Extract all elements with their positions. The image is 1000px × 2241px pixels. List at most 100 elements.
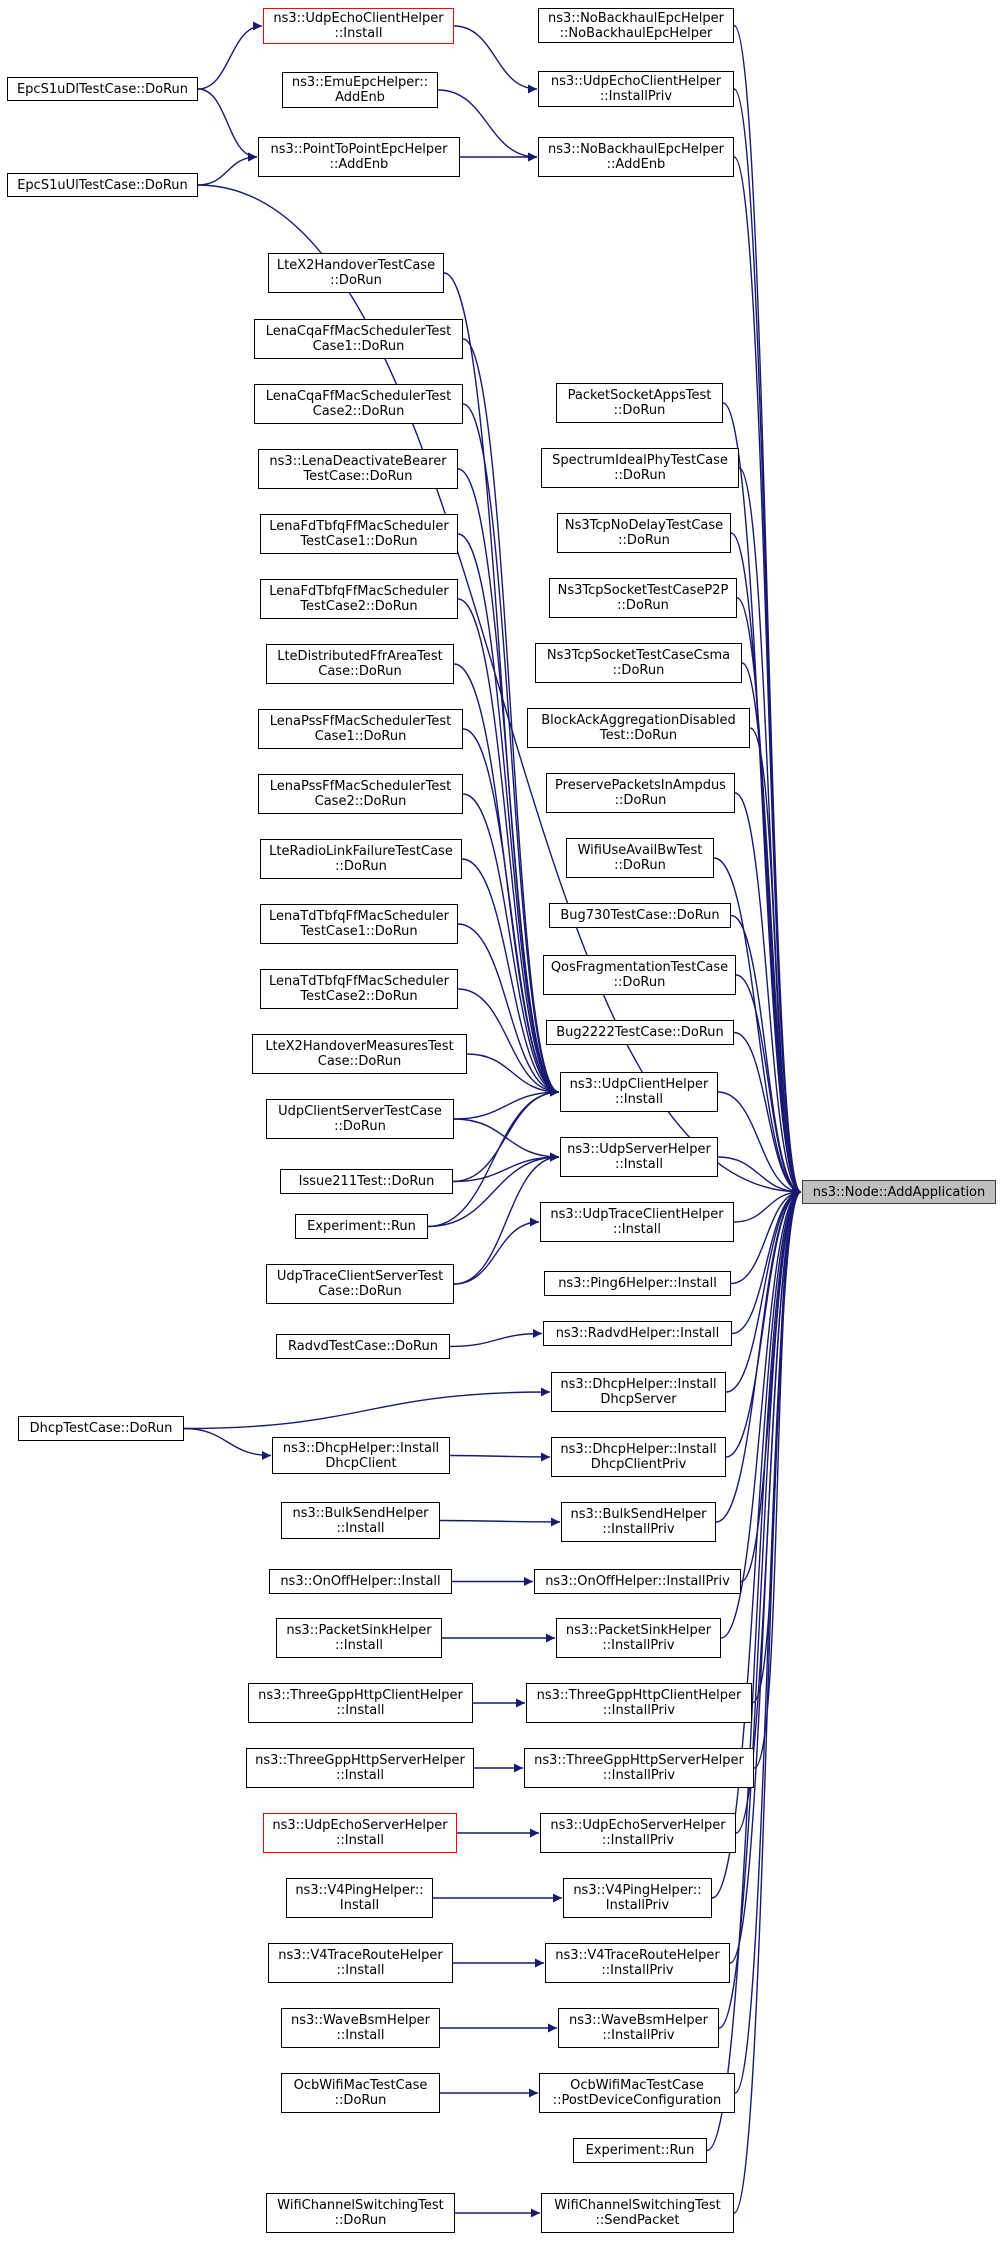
node-bsm-priv[interactable]: ns3::WaveBsmHelper::InstallPriv	[558, 2008, 719, 2048]
node-exprun1[interactable]: Experiment::Run	[295, 1214, 428, 1239]
node-label-line: ns3::DhcpHelper::Install	[560, 1377, 717, 1392]
node-issue211[interactable]: Issue211Test::DoRun	[280, 1169, 453, 1194]
node-label-line: Ns3TcpSocketTestCaseP2P	[557, 583, 729, 598]
node-label-line: Test::DoRun	[599, 728, 678, 743]
edge-bulk-install-to-bulk-priv	[439, 1517, 561, 1527]
node-ocb-postdev[interactable]: OcbWifiMacTestCase::PostDeviceConfigurat…	[539, 2073, 735, 2113]
node-p2p[interactable]: Ns3TcpSocketTestCaseP2P::DoRun	[549, 578, 737, 618]
node-label-line: OcbWifiMacTestCase	[293, 2078, 428, 2093]
node-label-line: Experiment::Run	[307, 1219, 416, 1234]
edge-fdtbfq2-to-udpclient-install	[457, 598, 560, 1097]
edge-dhcptc-to-dhcp-server	[183, 1387, 551, 1430]
node-specideal[interactable]: SpectrumIdealPhyTestCase::DoRun	[541, 448, 739, 488]
node-ping6[interactable]: ns3::Ping6Helper::Install	[544, 1271, 731, 1296]
node-pktsock[interactable]: PacketSocketAppsTest::DoRun	[556, 383, 723, 423]
node-label-line: ::PostDeviceConfiguration	[552, 2093, 722, 2108]
edge-qosfrag-to-target	[735, 974, 802, 1197]
edge-ping6-to-target	[730, 1187, 802, 1285]
node-udpcs[interactable]: UdpClientServerTestCase::DoRun	[266, 1099, 454, 1139]
node-https-priv[interactable]: ns3::ThreeGppHttpServerHelper::InstallPr…	[524, 1748, 754, 1788]
node-label-line: Install	[339, 1898, 380, 1913]
node-v4ping-priv[interactable]: ns3::V4PingHelper::InstallPriv	[563, 1878, 712, 1918]
node-ocb-dorun[interactable]: OcbWifiMacTestCase::DoRun	[281, 2073, 440, 2113]
node-wcs-dorun[interactable]: WifiChannelSwitchingTest::DoRun	[266, 2193, 455, 2233]
node-bug730[interactable]: Bug730TestCase::DoRun	[549, 903, 731, 928]
node-udpserver-install[interactable]: ns3::UdpServerHelper::Install	[560, 1137, 718, 1177]
node-onoff-install[interactable]: ns3::OnOffHelper::Install	[269, 1569, 452, 1594]
node-epcs1udl[interactable]: EpcS1uDlTestCase::DoRun	[7, 77, 198, 101]
node-wcs-send[interactable]: WifiChannelSwitchingTest::SendPacket	[541, 2193, 734, 2233]
node-bulk-install[interactable]: ns3::BulkSendHelper::Install	[281, 1502, 440, 1539]
node-onoff-priv[interactable]: ns3::OnOffHelper::InstallPriv	[534, 1569, 741, 1594]
node-bsm-install[interactable]: ns3::WaveBsmHelper::Install	[281, 2008, 440, 2048]
node-v4tr-install[interactable]: ns3::V4TraceRouteHelper::Install	[268, 1943, 453, 1983]
node-v4ping-install[interactable]: ns3::V4PingHelper::Install	[286, 1878, 433, 1918]
edge-epcs1uul-to-target	[197, 184, 802, 1197]
node-csma[interactable]: Ns3TcpSocketTestCaseCsma::DoRun	[535, 643, 742, 683]
node-nodelay[interactable]: Ns3TcpNoDelayTestCase::DoRun	[557, 513, 731, 553]
node-label-line: ::DoRun	[617, 598, 669, 613]
node-sink-priv[interactable]: ns3::PacketSinkHelper::InstallPriv	[556, 1618, 721, 1658]
node-emu-addenb[interactable]: ns3::EmuEpcHelper::AddEnb	[282, 72, 438, 108]
node-radvdtc[interactable]: RadvdTestCase::DoRun	[276, 1334, 450, 1359]
node-label-line: ns3::WaveBsmHelper	[568, 2013, 709, 2028]
node-httpc-priv[interactable]: ns3::ThreeGppHttpClientHelper::InstallPr…	[526, 1683, 752, 1723]
node-radvd[interactable]: ns3::RadvdHelper::Install	[543, 1321, 732, 1346]
node-exprun2[interactable]: Experiment::Run	[573, 2138, 707, 2163]
node-bug2222[interactable]: Bug2222TestCase::DoRun	[546, 1020, 734, 1045]
node-wifiuse[interactable]: WifiUseAvailBwTest::DoRun	[566, 838, 714, 878]
node-bulk-priv[interactable]: ns3::BulkSendHelper::InstallPriv	[561, 1502, 716, 1542]
node-label-line: Case::DoRun	[318, 1284, 402, 1299]
node-echos-install[interactable]: ns3::UdpEchoServerHelper::Install	[263, 1813, 457, 1853]
node-v4tr-priv[interactable]: ns3::V4TraceRouteHelper::InstallPriv	[545, 1943, 730, 1983]
node-label-line: EpcS1uDlTestCase::DoRun	[16, 81, 189, 97]
edge-udpcs-to-udpclient-install	[453, 1087, 560, 1120]
node-ltex2ho[interactable]: LteX2HandoverTestCase::DoRun	[268, 253, 444, 293]
edge-cqa2-to-udpclient-install	[462, 403, 560, 1097]
edge-radvdtc-to-radvd	[449, 1329, 543, 1348]
node-udpclient-install[interactable]: ns3::UdpClientHelper::Install	[560, 1072, 718, 1112]
node-p2p-addenb[interactable]: ns3::PointToPointEpcHelper::AddEnb	[258, 137, 460, 177]
node-nobh-addenb[interactable]: ns3::NoBackhaulEpcHelper::AddEnb	[538, 137, 734, 177]
node-label-line: ::InstallPriv	[601, 1963, 674, 1978]
node-udpecho-client-priv[interactable]: ns3::UdpEchoClientHelper::InstallPriv	[538, 71, 734, 107]
node-label-line: ns3::UdpEchoServerHelper	[272, 1818, 448, 1833]
edge-pss2-to-udpclient-install	[462, 793, 560, 1097]
node-https-install[interactable]: ns3::ThreeGppHttpServerHelper::Install	[246, 1748, 474, 1788]
node-qosfrag[interactable]: QosFragmentationTestCase::DoRun	[543, 955, 736, 995]
edge-dhcptc-to-dhcp-client	[183, 1427, 272, 1460]
node-target[interactable]: ns3::Node::AddApplication	[802, 1180, 996, 1204]
node-sink-install[interactable]: ns3::PacketSinkHelper::Install	[276, 1618, 442, 1658]
node-label-line: PreservePacketsInAmpdus	[555, 778, 726, 793]
node-dhcptc[interactable]: DhcpTestCase::DoRun	[18, 1416, 184, 1441]
node-udpecho-client-install[interactable]: ns3::UdpEchoClientHelper::Install	[263, 8, 454, 44]
node-label-line: ns3::ThreeGppHttpClientHelper	[536, 1688, 742, 1703]
node-httpc-install[interactable]: ns3::ThreeGppHttpClientHelper::Install	[248, 1683, 473, 1723]
edge-nobh-addenb-to-target	[733, 156, 802, 1197]
node-label-line: Case2::DoRun	[312, 404, 405, 419]
node-epcs1uul[interactable]: EpcS1uUlTestCase::DoRun	[7, 173, 198, 197]
node-udptrace-install[interactable]: ns3::UdpTraceClientHelper::Install	[540, 1202, 734, 1242]
node-label-line: ns3::V4TraceRouteHelper	[278, 1948, 443, 1963]
node-label-line: ::DoRun	[614, 468, 666, 483]
node-preserve[interactable]: PreservePacketsInAmpdus::DoRun	[546, 773, 735, 813]
node-echos-priv[interactable]: ns3::UdpEchoServerHelper::InstallPriv	[540, 1813, 736, 1853]
node-nobh-ctor[interactable]: ns3::NoBackhaulEpcHelper::NoBackhaulEpcH…	[538, 8, 734, 43]
node-rlf[interactable]: LteRadioLinkFailureTestCase::DoRun	[260, 839, 462, 879]
